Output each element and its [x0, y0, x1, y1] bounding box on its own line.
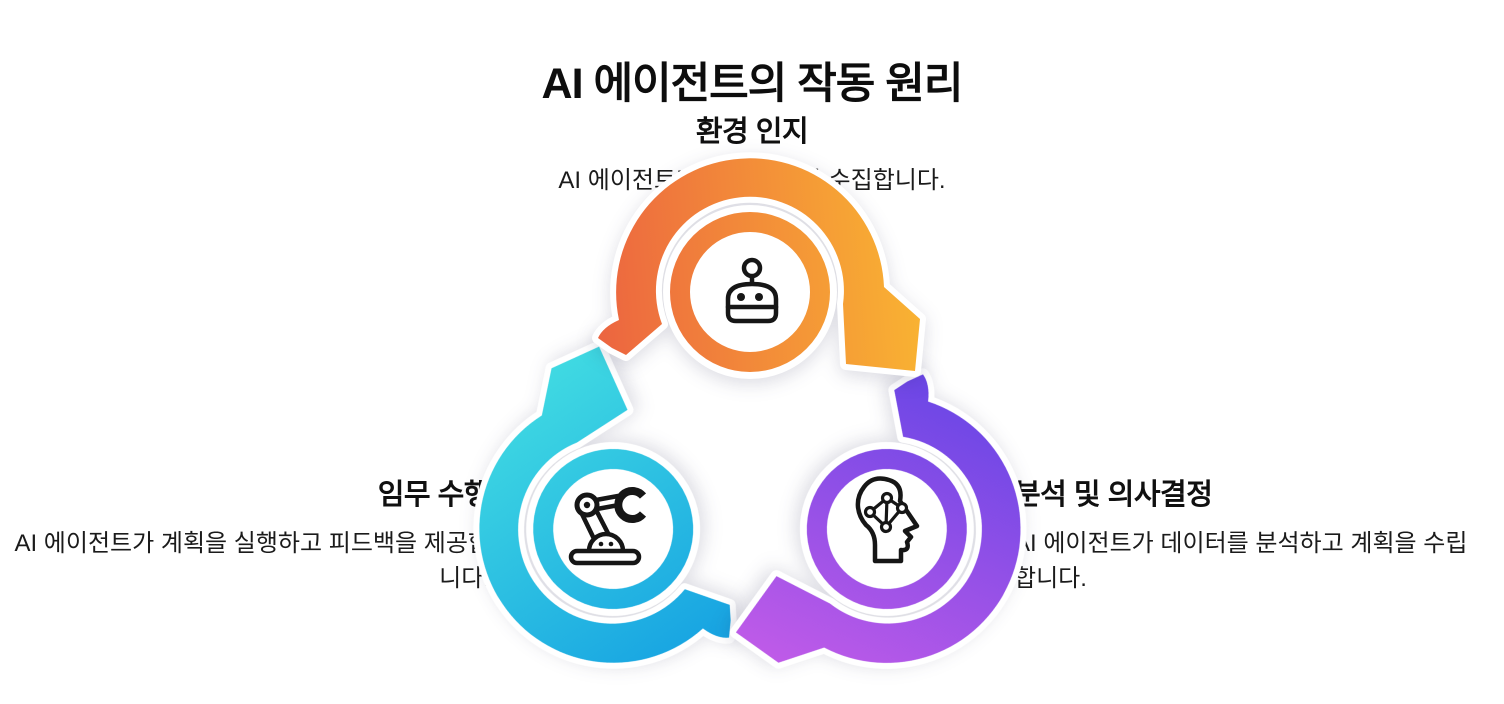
head-network-icon: [855, 476, 920, 564]
robot-head-icon: [725, 257, 779, 324]
step-analysis-description: AI 에이전트가 데이터를 분석하고 계획을 수립합니다.: [1014, 530, 1468, 592]
robot-arm-icon: [568, 487, 647, 566]
step-execution-title: 임무 수행: [377, 479, 491, 511]
step-perception-title: 환경 인지: [695, 116, 809, 148]
step-analysis-label: 분석 및 의사결정 AI 에이전트가 데이터를 분석하고 계획을 수립합니다.: [1014, 471, 1484, 596]
page-title: AI 에이전트의 작동 원리: [541, 59, 964, 108]
step-execution-label: 임무 수행 AI 에이전트가 계획을 실행하고 피드백을 제공합니다.: [10, 471, 490, 596]
step-analysis-title: 분석 및 의사결정: [1014, 479, 1213, 511]
